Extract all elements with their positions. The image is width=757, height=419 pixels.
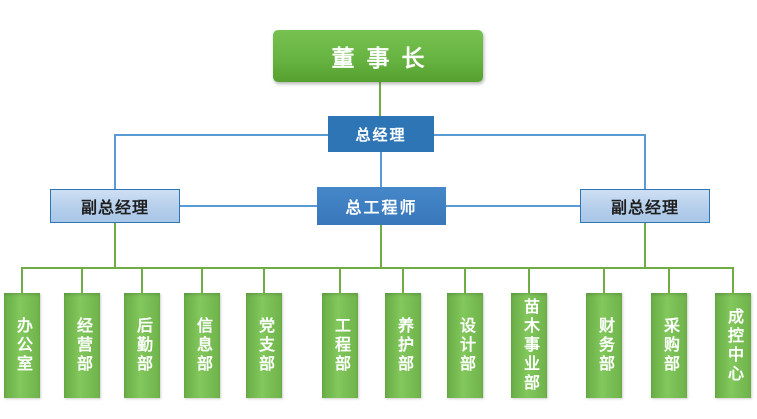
connector-deputy-left-bus bbox=[114, 223, 116, 268]
connector-engineer-deputy-right bbox=[446, 205, 580, 207]
connector-stub-6 bbox=[339, 268, 341, 293]
node-dept-party-branch: 党支部 bbox=[246, 293, 282, 398]
connector-stub-8 bbox=[464, 268, 466, 293]
node-chairman: 董事长 bbox=[273, 30, 483, 82]
connector-stub-12 bbox=[732, 268, 734, 293]
connector-stub-5 bbox=[263, 268, 265, 293]
connector-stub-11 bbox=[668, 268, 670, 293]
node-dept-office: 办公室 bbox=[4, 293, 40, 398]
node-dept-maintenance: 养护部 bbox=[385, 293, 421, 398]
node-dept-cost-control: 成控中心 bbox=[715, 293, 751, 398]
connector-engineer-deputy-left bbox=[180, 205, 317, 207]
node-dept-seedling-business: 苗木事业部 bbox=[511, 293, 547, 398]
connector-stub-4 bbox=[201, 268, 203, 293]
node-chief-engineer: 总工程师 bbox=[317, 187, 446, 225]
node-dept-logistics: 后勤部 bbox=[124, 293, 160, 398]
connector-stub-9 bbox=[528, 268, 530, 293]
node-deputy-gm-left: 副总经理 bbox=[50, 189, 180, 223]
connector-department-bus bbox=[21, 267, 734, 269]
connector-gm-deputy-right bbox=[644, 134, 646, 189]
connector-gm-deputy-left bbox=[114, 134, 116, 189]
connector-stub-3 bbox=[141, 268, 143, 293]
node-dept-design: 设计部 bbox=[447, 293, 483, 398]
connector-stub-10 bbox=[603, 268, 605, 293]
node-general-manager: 总经理 bbox=[328, 116, 434, 152]
node-dept-finance: 财务部 bbox=[586, 293, 622, 398]
connector-deputy-right-bus bbox=[644, 223, 646, 268]
node-deputy-gm-right: 副总经理 bbox=[580, 189, 710, 223]
connector-stub-7 bbox=[402, 268, 404, 293]
node-dept-engineering: 工程部 bbox=[322, 293, 358, 398]
connector-gm-engineer bbox=[380, 152, 382, 187]
node-dept-procurement: 采购部 bbox=[651, 293, 687, 398]
connector-stub-2 bbox=[81, 268, 83, 293]
connector-stub-1 bbox=[21, 268, 23, 293]
connector-chairman-gm bbox=[379, 82, 381, 116]
connector-engineer-bus bbox=[380, 225, 382, 268]
node-dept-information: 信息部 bbox=[184, 293, 220, 398]
node-dept-operations: 经营部 bbox=[64, 293, 100, 398]
